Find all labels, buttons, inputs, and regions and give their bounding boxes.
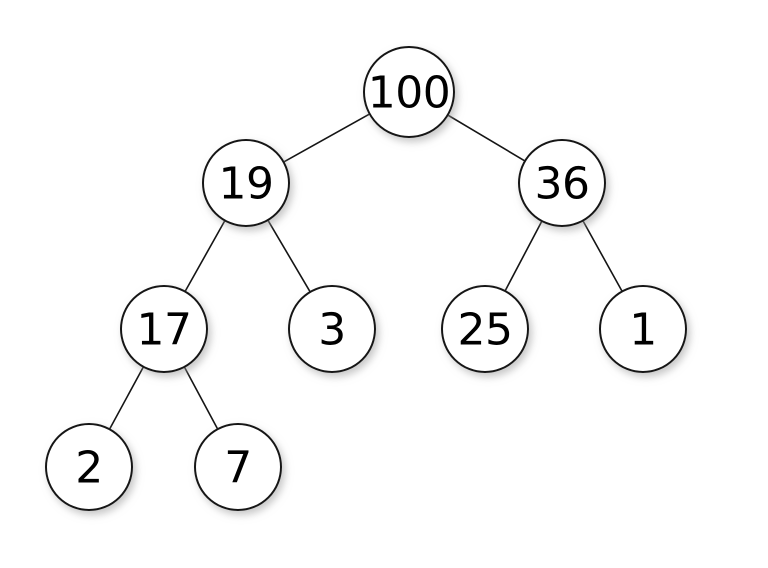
tree-edge — [582, 219, 623, 293]
tree-edge — [184, 219, 226, 293]
node-label: 3 — [318, 305, 346, 356]
node-circle[interactable] — [288, 285, 376, 373]
tree-node[interactable]: 3 — [288, 285, 376, 373]
node-circle[interactable] — [441, 285, 529, 373]
tree-edge — [446, 114, 526, 162]
tree-node[interactable]: 2 — [45, 423, 133, 511]
tree-edge — [108, 365, 145, 431]
node-circle[interactable] — [120, 285, 208, 373]
node-label: 1 — [629, 305, 657, 356]
edge-layer — [108, 113, 623, 431]
node-layer: 100 19 36 17 3 25 1 2 7 — [45, 46, 687, 511]
node-circle[interactable] — [518, 139, 606, 227]
node-label: 17 — [137, 305, 192, 356]
node-circle[interactable] — [202, 139, 290, 227]
tree-node[interactable]: 1 — [599, 285, 687, 373]
tree-node[interactable]: 17 — [120, 285, 208, 373]
node-label: 2 — [75, 443, 103, 494]
tree-edge — [183, 366, 219, 430]
node-label: 25 — [458, 305, 513, 356]
node-label: 7 — [224, 443, 252, 494]
tree-node[interactable]: 19 — [202, 139, 290, 227]
tree-node[interactable]: 25 — [441, 285, 529, 373]
node-circle[interactable] — [599, 285, 687, 373]
tree-edge — [267, 219, 311, 293]
tree-edge — [282, 113, 371, 163]
tree-edge — [504, 220, 543, 292]
node-circle[interactable] — [194, 423, 282, 511]
tree-node[interactable]: 100 — [363, 46, 455, 138]
node-circle[interactable] — [45, 423, 133, 511]
tree-node[interactable]: 7 — [194, 423, 282, 511]
tree-node[interactable]: 36 — [518, 139, 606, 227]
node-circle[interactable] — [363, 46, 455, 138]
node-label: 19 — [219, 159, 274, 210]
node-label: 36 — [535, 159, 590, 210]
node-label: 100 — [368, 68, 450, 119]
